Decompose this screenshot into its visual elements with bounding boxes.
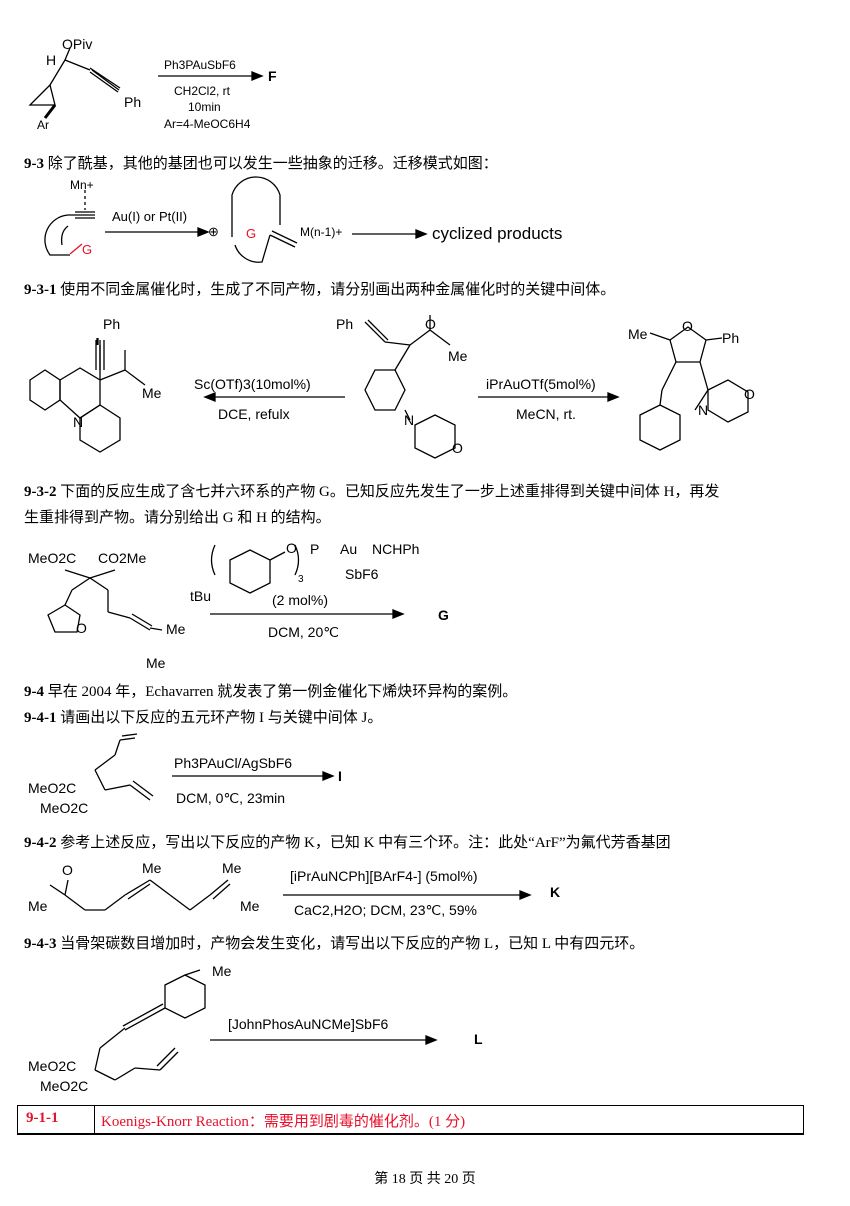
condition: DCM, 0℃, 23min [176,790,286,806]
me-label: Me [222,860,242,876]
opiv-label: OPiv [62,36,93,52]
me-label: Me [142,385,162,401]
ph-label: Ph [722,330,740,346]
reagent: [JohnPhosAuNCMe]SbF6 [228,1016,389,1032]
n-label: N [404,412,415,428]
o-label: O [452,440,463,456]
question-9-3-2-line2: 生重排得到产物。请分别给出 G 和 H 的结构。 [24,510,331,526]
au-label: Au [340,541,358,557]
enyne-substrate [94,733,154,801]
product-label: I [338,768,342,784]
cyclopropyl-substrate [28,47,121,119]
ester-label: CO2Me [98,550,147,566]
reagent: Ph3PAuCl/AgSbF6 [174,755,293,771]
aryl-enyne-substrate [94,969,206,1081]
right-product-structure [639,326,749,451]
group-label: G [246,226,257,241]
right-reagent: iPrAuOTf(5mol%) [486,376,596,392]
o-label: O [76,620,87,636]
answer-number: 9-1-1 [18,1106,95,1133]
o-label: O [62,862,73,878]
question-9-3-2-line1: 9-3-2 下面的反应生成了含七并六环系的产物 G。已知反应先发生了一步上述重排… [24,484,720,500]
ester-label: MeO2C [28,780,77,796]
condition: 10min [188,100,221,114]
question-9-3-1: 9-3-1 使用不同金属催化时，生成了不同产物，请分别画出两种金属催化时的关键中… [24,282,616,298]
metal-label: Mn+ [70,178,94,192]
me-label: Me [166,621,186,637]
ester-label: MeO2C [40,1078,89,1094]
product-label: F [268,68,277,84]
reagent: [iPrAuNCPh][BArF4-] (5mol%) [290,868,478,884]
product-label: G [438,607,449,623]
o-label: O [682,318,693,334]
cyclized-products-label: cyclized products [432,224,563,243]
ketone-polyene-substrate [49,879,231,911]
h-label: H [46,52,57,68]
me-label: Me [628,326,648,342]
product-label: K [550,884,561,900]
group-label: G [82,242,93,257]
subscript: 3 [298,574,304,585]
condition: CaC2,H2O; DCM, 23℃, 59% [294,902,478,918]
right-condition: MeCN, rt. [516,406,576,422]
catalyst-loading: (2 mol%) [272,592,329,608]
answer-table: 9-1-1 Koenigs-Knorr Reaction：需要用到剧毒的催化剂。… [17,1105,804,1135]
p-label: P [310,541,320,557]
ph-label: Ph [124,94,142,110]
allene-substrate [47,569,163,633]
ar-label: Ar [37,118,49,132]
ph-label: Ph [336,316,354,332]
question-9-4-3: 9-4-3 当骨架碳数目增加时，产物会发生变化，请写出以下反应的产物 L，已知 … [24,936,645,952]
n-label: N [698,402,709,418]
n-label: N [73,414,84,430]
answer-text: Koenigs-Knorr Reaction：需要用到剧毒的催化剂。(1 分) [101,1114,466,1130]
condition: DCM, 20℃ [268,624,339,640]
nchph-label: NCHPh [372,541,420,557]
me-label: Me [240,898,260,914]
center-substrate-structure [364,315,456,459]
metal-label: M(n-1)+ [300,225,343,239]
question-9-4: 9-4 早在 2004 年，Echavarren 就发表了第一例金催化下烯炔环异… [24,684,518,700]
catalyst-label: Au(I) or Pt(II) [112,209,188,224]
o-label: O [286,540,297,556]
product-label: L [474,1031,483,1047]
question-9-3: 9-3 除了酰基，其他的基团也可以发生一些抽象的迁移。迁移模式如图： [24,156,498,172]
me-label: Me [142,860,162,876]
me-label: Me [146,655,166,671]
sbf6-label: SbF6 [345,566,379,582]
ester-label: MeO2C [28,550,77,566]
left-condition: DCE, refulx [218,406,290,422]
ester-label: MeO2C [40,800,89,816]
o-label: O [425,316,436,332]
tbu-label: tBu [190,588,212,604]
me-label: Me [28,898,48,914]
left-reagent: Sc(OTf)3(10mol%) [194,376,311,392]
question-9-4-2: 9-4-2 参考上述反应，写出以下反应的产物 K，已知 K 中有三个环。注：此处… [24,835,671,851]
question-9-4-1: 9-4-1 请画出以下反应的五元环产物 I 与关键中间体 J。 [24,710,383,726]
condition: Ar=4-MeOC6H4 [164,117,251,131]
reagent: Ph3PAuSbF6 [164,58,236,72]
cation-symbol: ⊕ [208,224,219,239]
ester-label: MeO2C [28,1058,77,1074]
page-footer: 第 18 页 共 20 页 [374,1172,476,1187]
ph-label: Ph [103,316,121,332]
condition: CH2Cl2, rt [174,84,231,98]
me-label: Me [448,348,468,364]
o-label: O [744,386,755,402]
left-product-structure [29,338,146,453]
me-label: Me [212,963,232,979]
